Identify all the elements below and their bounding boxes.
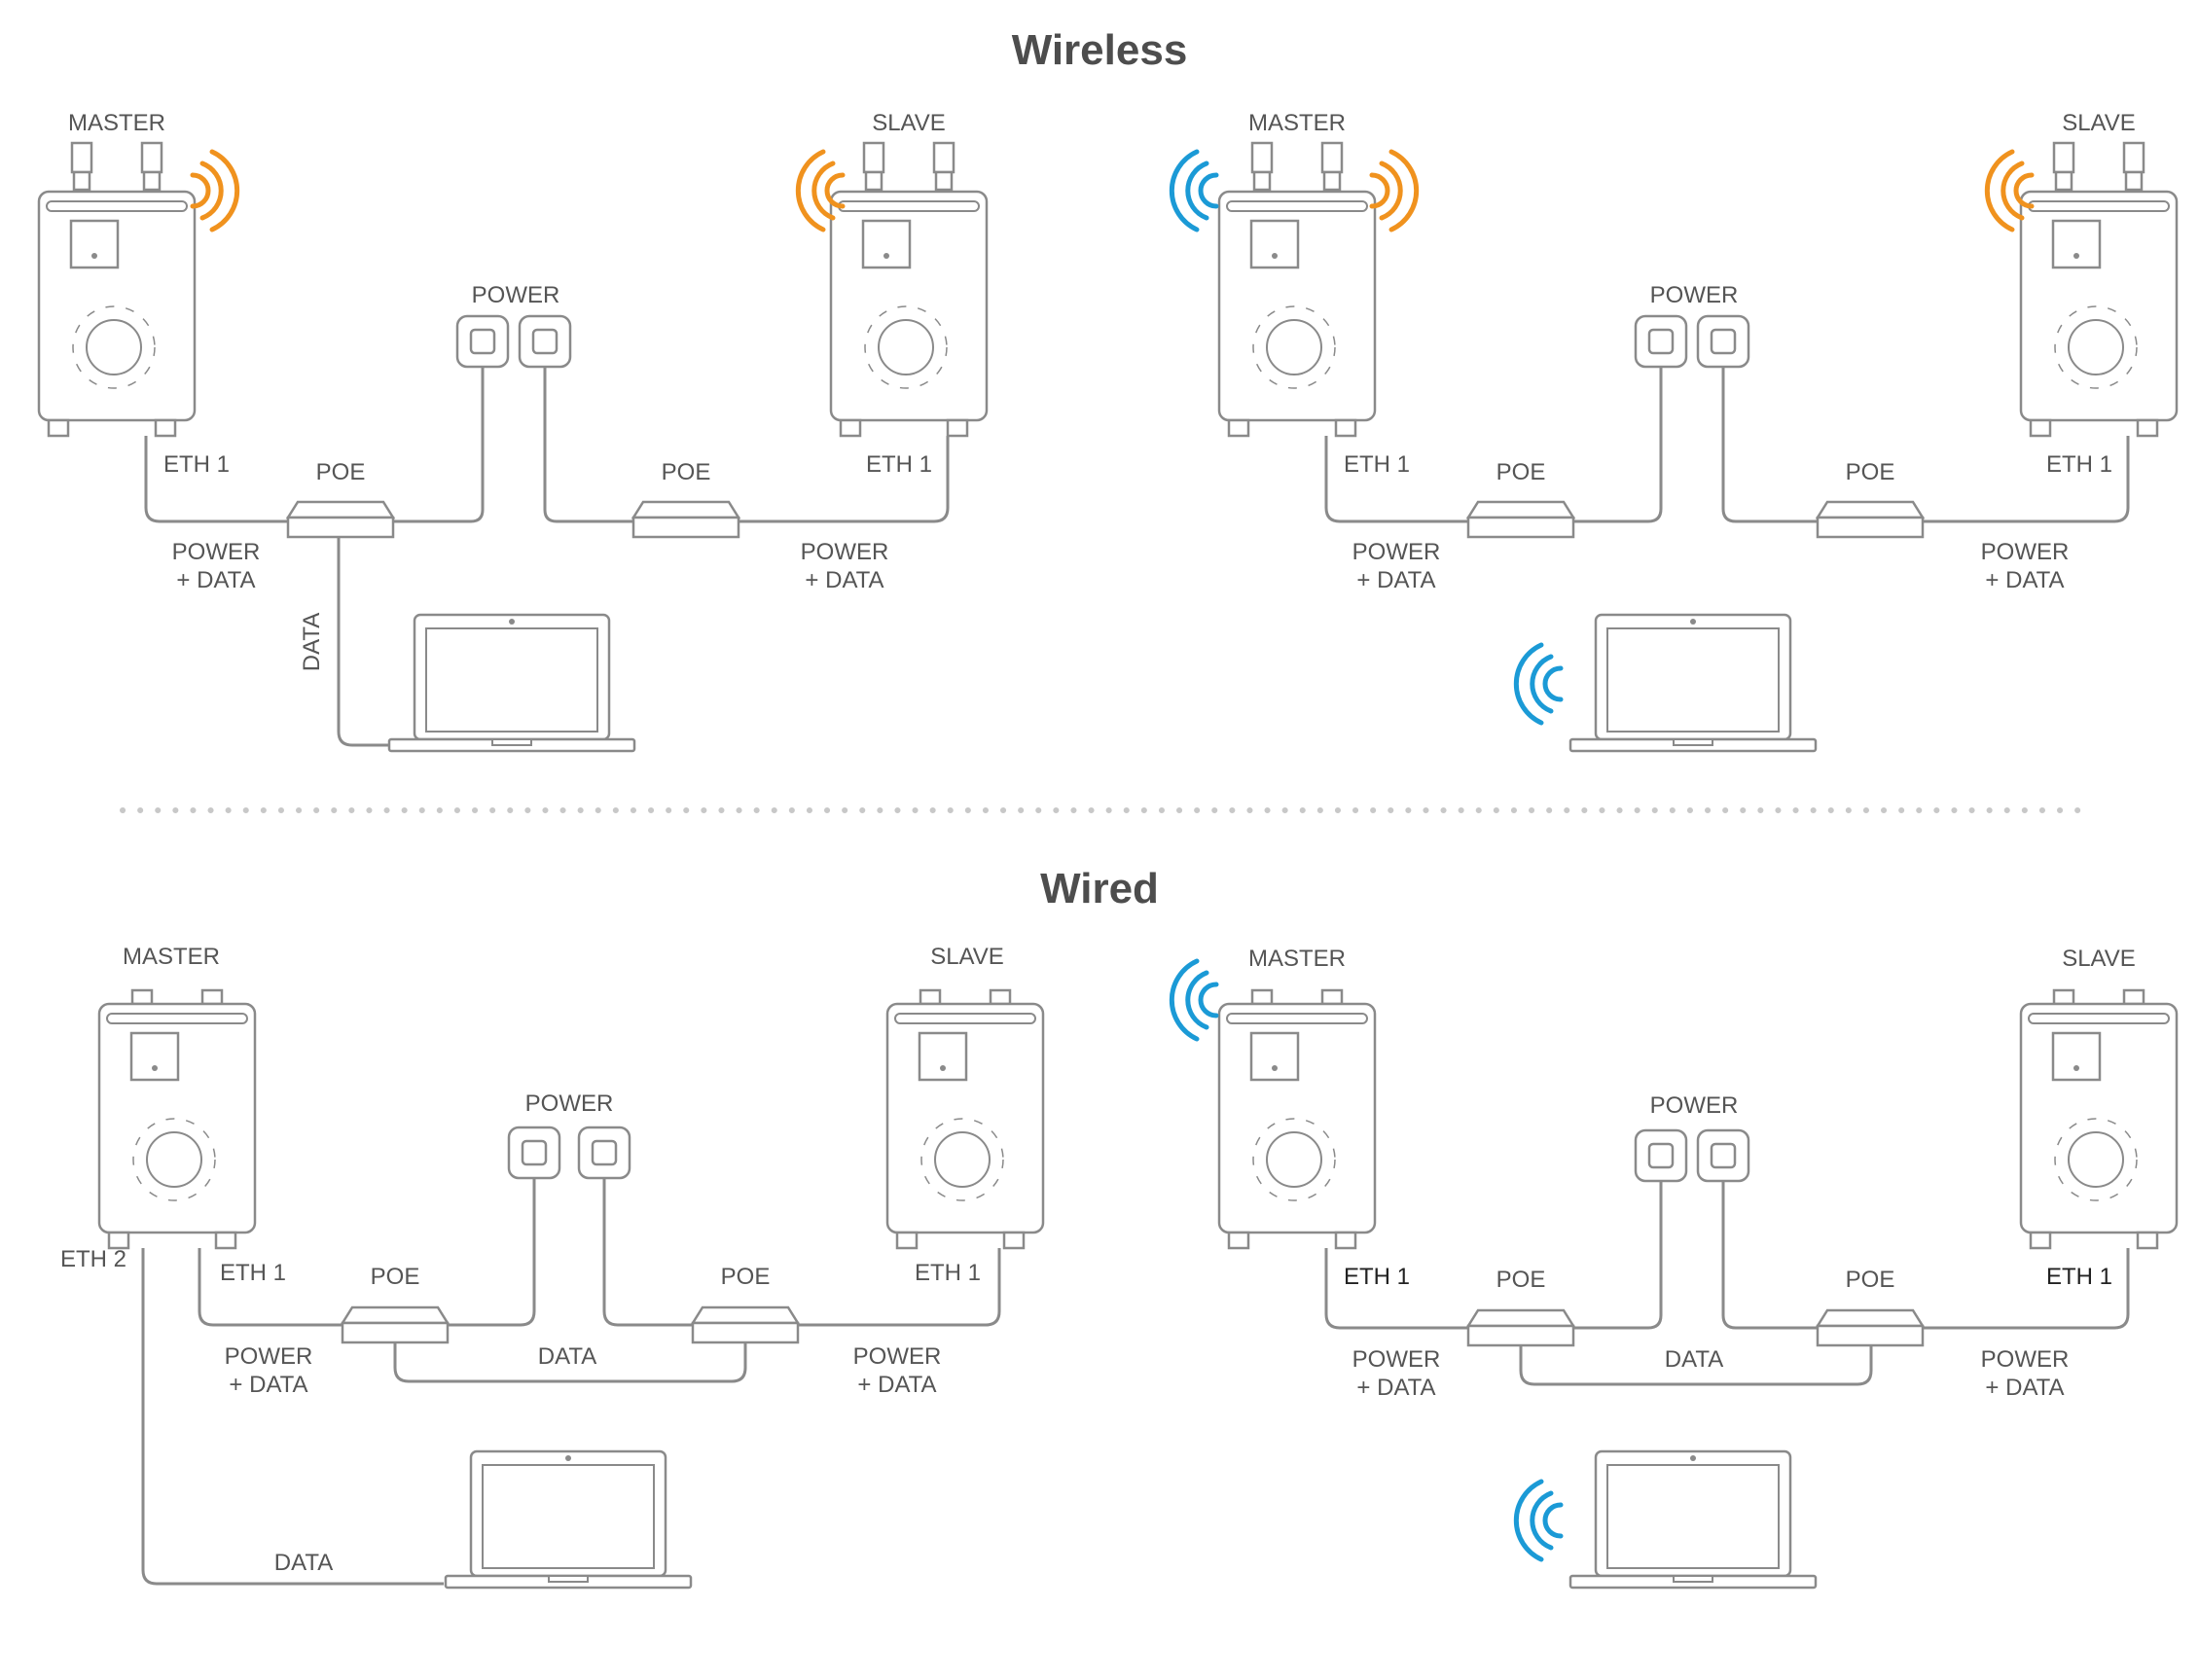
master-label: MASTER — [1248, 110, 1346, 136]
poe-label: POE — [316, 459, 366, 485]
power-outlet-icon — [455, 314, 510, 369]
poe-injector-icon — [1466, 1308, 1575, 1347]
poe-injector-icon — [1466, 500, 1575, 539]
slave-label: SLAVE — [2062, 110, 2136, 136]
cables — [141, 341, 2130, 1586]
power-data-label-line2: + DATA — [1356, 1375, 1435, 1401]
laptop-icon — [444, 1449, 693, 1590]
wifi-signal-icon — [1172, 152, 1216, 230]
power-outlet-icon — [507, 1126, 561, 1180]
laptop-icon — [387, 613, 636, 753]
eth1-label: ETH 1 — [2046, 451, 2112, 478]
slave-radio-device-icon — [885, 988, 1045, 1250]
master-label: MASTER — [68, 110, 165, 136]
power-data-label-line2: + DATA — [1356, 567, 1435, 593]
power-data-label-line1: POWER — [853, 1343, 942, 1370]
eth1-label: ETH 1 — [915, 1260, 981, 1286]
wireless-setup-2: MASTER SLAVE POWER ETH 1 ETH 1 POE POE P… — [1172, 110, 2179, 753]
wifi-signal-icon — [1172, 961, 1216, 1039]
master-radio-device-icon — [1217, 988, 1377, 1250]
poe-injector-icon — [1816, 500, 1925, 539]
eth1-label: ETH 1 — [866, 451, 932, 478]
eth1-label: ETH 1 — [1344, 451, 1410, 478]
power-data-label-line2: + DATA — [805, 567, 883, 593]
wireless-title: Wireless — [1012, 26, 1188, 74]
wired-title: Wired — [1040, 865, 1159, 912]
master-radio-device-icon — [97, 988, 257, 1250]
poe-label: POE — [371, 1264, 420, 1290]
poe-label: POE — [1496, 459, 1546, 485]
poe-label: POE — [662, 459, 711, 485]
wifi-signal-icon — [193, 152, 237, 230]
wired-setup-1: MASTER SLAVE POWER ETH 1 ETH 1 ETH 2 POE… — [60, 944, 1045, 1590]
wired-setup-2: MASTER SLAVE POWER ETH 1 ETH 1 POE POE P… — [1172, 946, 2179, 1590]
poe-label: POE — [1846, 459, 1895, 485]
eth1-label: ETH 1 — [220, 1260, 286, 1286]
laptop-icon — [1568, 1449, 1818, 1590]
power-data-label-line2: + DATA — [1985, 567, 2064, 593]
data-label: DATA — [538, 1343, 596, 1370]
eth1-label: ETH 1 — [1344, 1264, 1410, 1290]
poe-injector-icon — [1816, 1308, 1925, 1347]
slave-radio-device-icon — [2019, 141, 2179, 438]
power-label: POWER — [1650, 282, 1739, 308]
power-outlet-icon — [577, 1126, 631, 1180]
poe-label: POE — [1846, 1267, 1895, 1293]
power-outlet-icon — [1634, 314, 1688, 369]
power-outlet-icon — [1696, 1128, 1750, 1183]
poe-injector-icon — [691, 1305, 800, 1344]
wifi-signal-icon — [1516, 645, 1561, 723]
power-data-label-line1: POWER — [1352, 1346, 1441, 1373]
power-data-label-line2: + DATA — [857, 1372, 936, 1398]
master-label: MASTER — [123, 944, 220, 970]
power-outlet-icon — [518, 314, 572, 369]
data-label: DATA — [274, 1550, 333, 1576]
data-label: DATA — [299, 613, 325, 671]
slave-radio-device-icon — [829, 141, 989, 438]
power-label: POWER — [1650, 1092, 1739, 1119]
master-label: MASTER — [1248, 946, 1346, 972]
wifi-signal-icon — [1372, 152, 1417, 230]
master-radio-device-icon — [37, 141, 197, 438]
power-data-label-line1: POWER — [1981, 1346, 2070, 1373]
power-data-label-line2: + DATA — [229, 1372, 307, 1398]
power-label: POWER — [525, 1090, 614, 1117]
power-data-label-line2: + DATA — [1985, 1375, 2064, 1401]
data-label: DATA — [1665, 1346, 1723, 1373]
slave-label: SLAVE — [930, 944, 1004, 970]
power-data-label-line1: POWER — [801, 539, 889, 565]
eth2-label: ETH 2 — [60, 1246, 126, 1272]
poe-injector-icon — [341, 1305, 450, 1344]
master-radio-device-icon — [1217, 141, 1377, 438]
power-outlet-icon — [1634, 1128, 1688, 1183]
power-outlet-icon — [1696, 314, 1750, 369]
wireless-setup-1: MASTER SLAVE POWER ETH 1 ETH 1 POE POE P… — [37, 110, 989, 753]
slave-radio-device-icon — [2019, 988, 2179, 1250]
wifi-signal-icon — [1516, 1482, 1561, 1559]
eth1-label: ETH 1 — [163, 451, 230, 478]
slave-label: SLAVE — [872, 110, 946, 136]
power-data-label-line1: POWER — [172, 539, 261, 565]
power-data-label-line1: POWER — [1981, 539, 2070, 565]
poe-label: POE — [1496, 1267, 1546, 1293]
poe-label: POE — [721, 1264, 771, 1290]
eth1-label: ETH 1 — [2046, 1264, 2112, 1290]
poe-injector-icon — [631, 500, 740, 539]
laptop-icon — [1568, 613, 1818, 753]
slave-label: SLAVE — [2062, 946, 2136, 972]
power-data-label-line2: + DATA — [176, 567, 255, 593]
power-data-label-line1: POWER — [225, 1343, 313, 1370]
power-data-label-line1: POWER — [1352, 539, 1441, 565]
poe-injector-icon — [286, 500, 395, 539]
power-label: POWER — [472, 282, 560, 308]
